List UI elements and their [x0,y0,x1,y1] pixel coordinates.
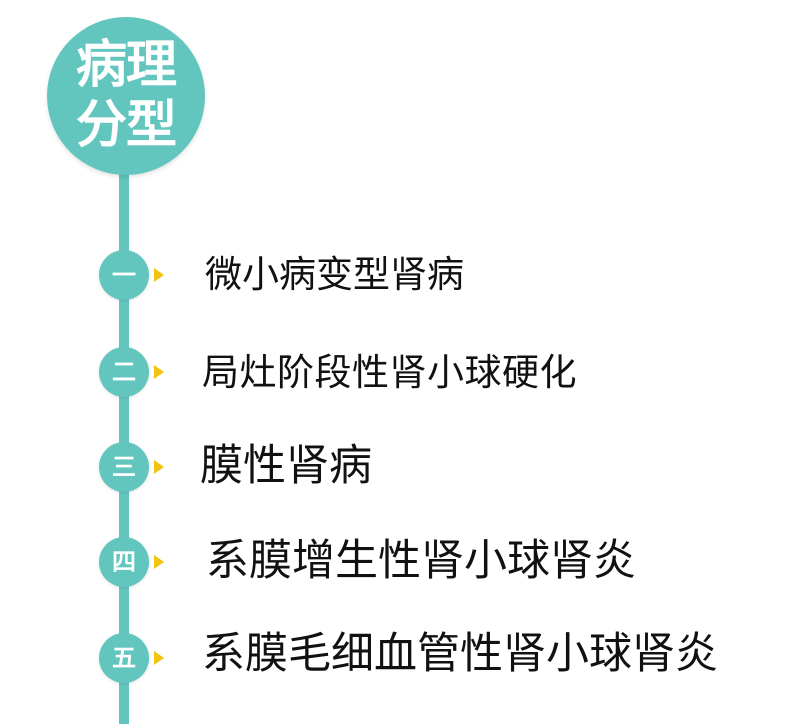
item-label-5: 系膜毛细血管性肾小球肾炎 [202,629,718,679]
item-label-2: 局灶阶段性肾小球硬化 [202,351,577,394]
item-marker-text-5: 五 [112,644,136,672]
item-marker-1: 一 [99,250,149,300]
arrow-icon [154,460,164,474]
item-marker-text-3: 三 [112,453,136,481]
item-marker-5: 五 [99,633,149,683]
arrow-icon [154,268,164,282]
item-marker-text-4: 四 [112,548,136,576]
arrow-icon [154,555,164,569]
item-label-3: 膜性肾病 [200,441,372,491]
item-label-4: 系膜增生性肾小球肾炎 [206,536,636,586]
title-line-2: 分型 [75,96,177,155]
item-marker-text-1: 一 [112,261,136,289]
item-marker-2: 二 [99,347,149,397]
arrow-icon [154,651,164,665]
arrow-icon [154,365,164,379]
item-label-1: 微小病变型肾病 [205,253,464,296]
item-marker-4: 四 [99,537,149,587]
timeline-line [119,150,129,724]
item-marker-text-2: 二 [112,358,136,386]
item-marker-3: 三 [99,442,149,492]
title-line-1: 病理 [75,36,177,95]
title-badge: 病理 分型 [47,17,205,175]
